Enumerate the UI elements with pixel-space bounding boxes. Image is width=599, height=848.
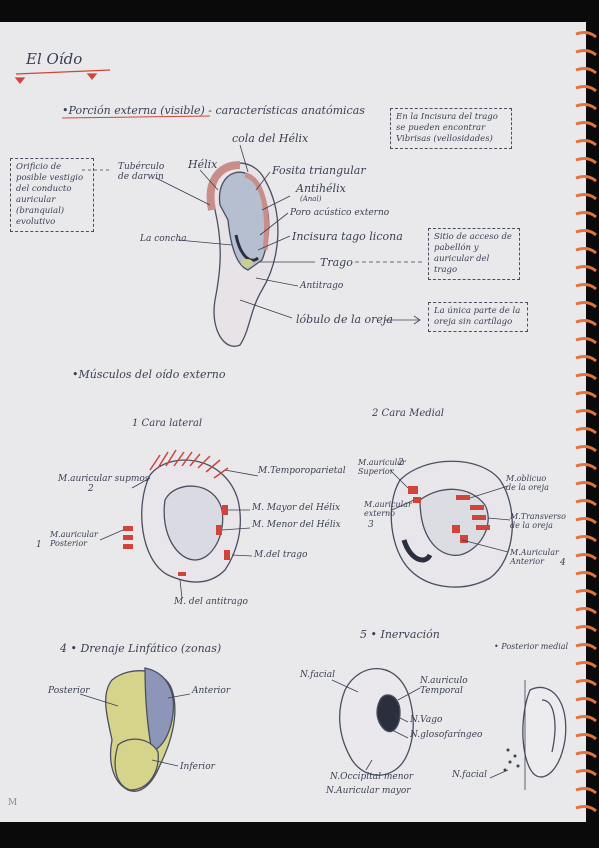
label-aur-superior-medial: M.auricular Superior bbox=[358, 458, 406, 476]
label-lymph-posterior: Posterior bbox=[48, 686, 90, 696]
ear4-leader-lines bbox=[79, 693, 191, 767]
ear-drawing-lymphatic bbox=[105, 667, 176, 792]
label-n-auriculotemporal: N.auriculo Temporal bbox=[420, 676, 468, 696]
label-lymph-inferior: Inferior bbox=[180, 762, 215, 772]
label-antitrago: Antitrago bbox=[300, 281, 344, 291]
label-aur-posterior: M.auricular Posterior bbox=[50, 530, 98, 548]
heading-cara-lateral: 1 Cara lateral bbox=[132, 418, 203, 429]
label-aur-superior-num: 2 bbox=[398, 458, 404, 468]
dot-markers bbox=[503, 748, 520, 772]
section5-heading: 5 • Inervación bbox=[360, 628, 440, 641]
label-aur-anterior: M.Auricular Anterior bbox=[510, 548, 559, 566]
page-title: El Oído bbox=[26, 50, 83, 68]
label-del-antitrago: M. del antitrago bbox=[174, 597, 248, 607]
label-del-trago: M.del trago bbox=[254, 550, 308, 560]
label-tuberculo: Tubérculo de darwin bbox=[118, 162, 165, 182]
section4-heading: 4 • Drenaje Linfático (zonas) bbox=[60, 642, 222, 655]
ear-drawing-muscles-medial bbox=[390, 460, 513, 588]
section1-heading: •Porción externa (visible) - característ… bbox=[62, 104, 365, 117]
label-n-glosofaringeo: N.glosofaríngeo bbox=[410, 730, 483, 740]
label-incisura: Incisura tago licona bbox=[292, 230, 403, 243]
label-fosita: Fosita triangular bbox=[272, 164, 366, 177]
label-aur-externo-num: 3 bbox=[368, 520, 374, 530]
label-oblicuo: M.oblicuo de la oreja bbox=[506, 474, 549, 492]
label-poro: Poro acústico externo bbox=[290, 208, 390, 218]
spiral-binding bbox=[575, 31, 597, 813]
notebook-page bbox=[0, 22, 586, 822]
label-aur-anterior-num: 4 bbox=[560, 558, 566, 568]
label-helix: Hélix bbox=[188, 158, 218, 171]
label-lobulo: lóbulo de la oreja bbox=[296, 313, 393, 326]
section1-underline bbox=[61, 115, 211, 119]
label-menor-helix: M. Menor del Hélix bbox=[252, 520, 341, 530]
label-lymph-anterior: Anterior bbox=[192, 686, 231, 696]
label-n-occipital: N.Occipital menor bbox=[330, 772, 414, 782]
label-antihelix: Antihélix bbox=[296, 182, 346, 195]
ear5-leader-lines bbox=[331, 679, 526, 790]
label-transverso: M.Transverso de la oreja bbox=[510, 512, 566, 530]
label-aur-sup-num: 2 bbox=[88, 484, 94, 494]
label-n-auricular-mayor: N.Auricular mayor bbox=[326, 786, 411, 796]
note-box-left: Orificio de posible vestigio del conduct… bbox=[10, 158, 94, 232]
section2-heading: •Músculos del oído externo bbox=[72, 368, 226, 381]
label-cola-helix: cola del Hélix bbox=[232, 132, 309, 145]
heading-posterior-medial: • Posterior medial bbox=[494, 642, 569, 651]
label-antihelix-sub: (Anal) bbox=[300, 195, 322, 203]
ear1-leader-lines bbox=[82, 144, 425, 325]
page-footer-mark: M bbox=[8, 798, 18, 808]
note-box-right-mid: Sitio de acceso de pabellón y auricular … bbox=[428, 228, 520, 280]
ear3-leader-lines bbox=[389, 469, 511, 553]
note-box-right-low: La única parte de la oreja sin cartílago bbox=[428, 302, 528, 332]
heading-cara-medial: 2 Cara Medial bbox=[372, 408, 444, 419]
label-aur-sup: M.auricular supmos bbox=[58, 474, 150, 484]
title-underline bbox=[14, 69, 111, 84]
ear-drawing-external bbox=[206, 161, 279, 347]
label-n-vago: N.Vago bbox=[410, 715, 443, 725]
label-concha: La concha bbox=[140, 234, 187, 244]
ear-drawing-innervation bbox=[339, 667, 567, 778]
ear2-leader-lines bbox=[99, 469, 259, 599]
label-num1: 1 bbox=[36, 540, 42, 550]
label-trago: Trago bbox=[320, 256, 353, 269]
label-mayor-helix: M. Mayor del Hélix bbox=[252, 503, 341, 513]
label-n-facial-2: N.facial bbox=[452, 770, 488, 780]
label-n-facial: N.facial bbox=[300, 670, 336, 680]
label-aur-externo: M.auricular externo bbox=[364, 500, 412, 518]
note-box-top-right: En la Incisura del trago se pueden encon… bbox=[390, 108, 512, 149]
label-temporoparietal: M.Temporoparietal bbox=[258, 466, 346, 476]
ear-drawing-muscles-lateral bbox=[123, 449, 241, 583]
